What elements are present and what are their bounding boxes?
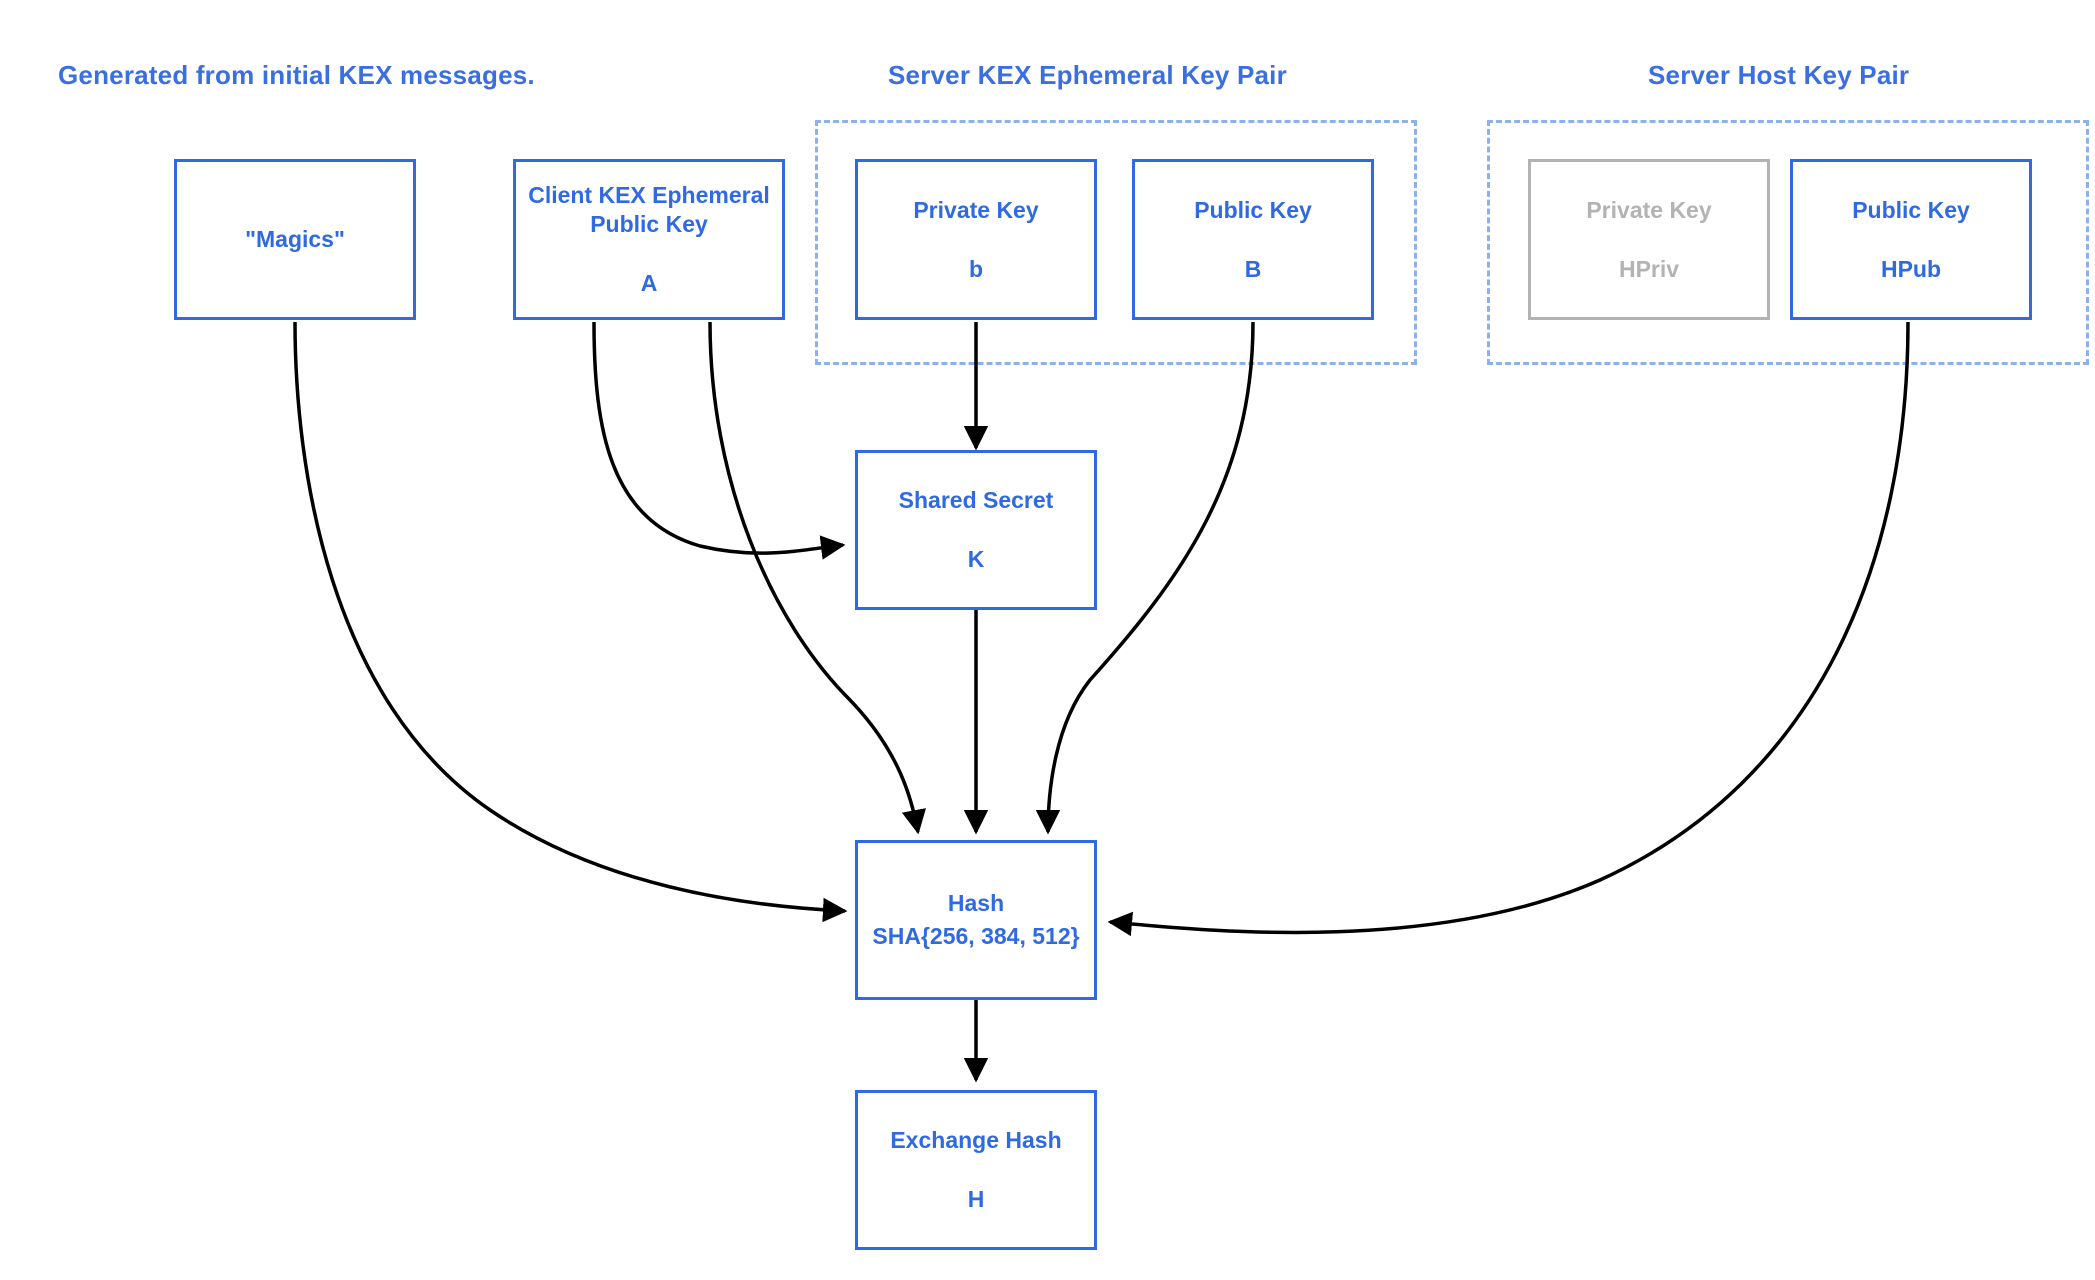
- edge-clientkex-to-secret: [592, 321, 846, 560]
- node-server-kex-private-label: Private Key: [913, 196, 1039, 223]
- node-exchange-hash[interactable]: Exchange Hash H: [855, 1090, 1097, 1250]
- node-server-kex-public-key[interactable]: Public Key B: [1132, 159, 1374, 320]
- node-server-kex-private-value: b: [968, 255, 984, 282]
- node-shared-secret-label: Shared Secret: [898, 487, 1054, 514]
- edge-hpub-to-hash: [1107, 321, 1910, 937]
- edge-magics-to-hash: [293, 321, 848, 923]
- node-server-kex-private-key[interactable]: Private Key b: [855, 159, 1097, 320]
- node-client-kex-value: A: [640, 269, 658, 296]
- node-shared-secret-value: K: [967, 546, 985, 572]
- heading-left: Generated from initial KEX messages.: [58, 60, 535, 90]
- node-host-public-label: Public Key: [1852, 196, 1970, 223]
- node-host-private-label: Private Key: [1586, 196, 1712, 223]
- node-magics[interactable]: "Magics": [174, 159, 416, 320]
- node-host-public-value: HPub: [1880, 255, 1942, 282]
- node-exchange-hash-value: H: [967, 1186, 985, 1212]
- node-hash-label: Hash: [947, 890, 1005, 917]
- node-client-kex-label-1: Client KEX Ephemeral: [528, 182, 770, 209]
- node-server-kex-public-value: B: [1244, 255, 1262, 282]
- heading-server-kex: Server KEX Ephemeral Key Pair: [888, 60, 1287, 90]
- node-host-private-value: HPriv: [1618, 255, 1680, 282]
- node-server-kex-public-label: Public Key: [1194, 196, 1312, 223]
- node-client-kex-label-2: Public Key: [590, 211, 708, 238]
- node-hash-algorithms: SHA{256, 384, 512}: [872, 923, 1080, 949]
- node-exchange-hash-label: Exchange Hash: [890, 1127, 1062, 1154]
- node-host-public-key[interactable]: Public Key HPub: [1790, 159, 2032, 320]
- node-hash[interactable]: Hash SHA{256, 384, 512}: [855, 840, 1097, 1000]
- node-host-private-key[interactable]: Private Key HPriv: [1528, 159, 1770, 320]
- heading-server-host: Server Host Key Pair: [1648, 60, 1910, 90]
- node-shared-secret[interactable]: Shared Secret K: [855, 450, 1097, 610]
- node-client-kex-ephemeral-public-key[interactable]: Client KEX Ephemeral Public Key A: [513, 159, 785, 320]
- node-magics-label: "Magics": [245, 226, 345, 253]
